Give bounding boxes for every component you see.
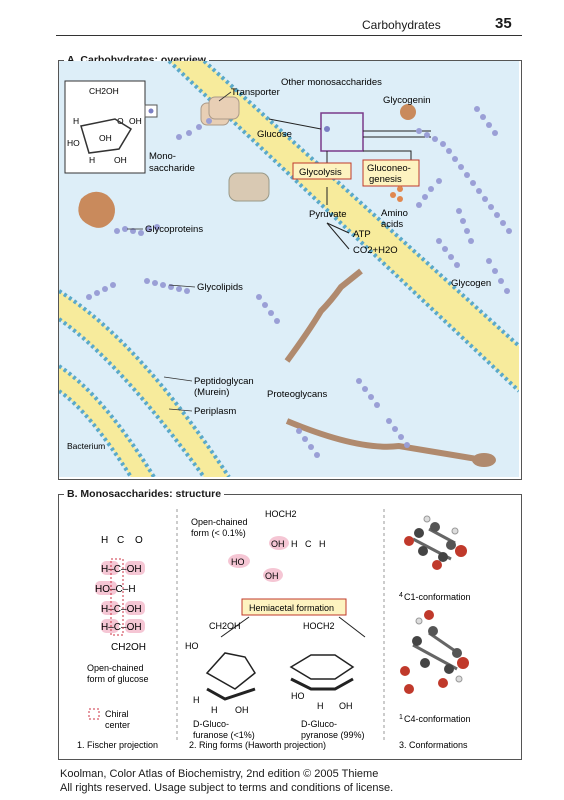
label-glucose: Glucose bbox=[257, 129, 292, 140]
fischer-row-4: H–C–OH bbox=[101, 622, 142, 633]
svg-text:OH: OH bbox=[339, 701, 353, 711]
running-header-title: Carbohydrates bbox=[362, 18, 441, 32]
label-other-mono: Other monosaccharides bbox=[281, 77, 382, 88]
fischer-top-o: O bbox=[135, 535, 143, 546]
struct-o: O bbox=[117, 116, 124, 126]
svg-text:HO: HO bbox=[291, 691, 305, 701]
ring-footer: 2. Ring forms (Haworth projection) bbox=[189, 740, 326, 750]
label-transporter: Transporter bbox=[231, 87, 280, 98]
fischer-caption-2: form of glucose bbox=[87, 674, 149, 684]
conf-footer: 3. Conformations bbox=[399, 740, 468, 750]
label-amino-1: Amino bbox=[381, 208, 408, 219]
svg-text:HO: HO bbox=[185, 641, 199, 651]
label-peptidoglycan-2: (Murein) bbox=[194, 387, 229, 398]
chiral-key bbox=[88, 708, 100, 720]
label-glycolysis: Glycolysis bbox=[299, 167, 342, 178]
label-gluconeo-2: genesis bbox=[369, 174, 402, 185]
fischer-bottom: CH2OH bbox=[111, 642, 146, 653]
svg-text:H: H bbox=[319, 539, 326, 549]
label-glycogen: Glycogen bbox=[451, 278, 491, 289]
chiral-label-1: Chiral bbox=[105, 709, 129, 719]
label-glycoproteins: Glycoproteins bbox=[145, 224, 203, 235]
pyranose-1: D-Gluco- bbox=[301, 719, 337, 729]
svg-text:OH: OH bbox=[271, 539, 285, 549]
hemiacetal-label: Hemiacetal formation bbox=[249, 603, 334, 613]
svg-text:H: H bbox=[291, 539, 298, 549]
struct-oh2: OH bbox=[99, 133, 112, 143]
struct-ho: HO bbox=[67, 138, 80, 148]
glycoprotein-protein bbox=[228, 172, 270, 202]
svg-text:H: H bbox=[211, 705, 218, 715]
panel-a-illustration: CH2OH H O OH HO OH H OH bbox=[59, 61, 519, 477]
ring-open-hoch2: HOCH2 bbox=[265, 509, 297, 519]
label-atp: ATP bbox=[353, 229, 371, 240]
fischer-row-3: H–C–OH bbox=[101, 604, 142, 615]
label-glycolipids: Glycolipids bbox=[197, 282, 243, 293]
conf-c1-label: C1-conformation bbox=[404, 592, 471, 602]
furanose-2: furanose (<1%) bbox=[193, 730, 255, 740]
struct-h: H bbox=[73, 116, 79, 126]
conf-c4-sup: 1 bbox=[399, 714, 403, 721]
ring-forms: Open-chained form (< 0.1%) HOCH2 OHHOOH … bbox=[185, 509, 366, 750]
struct-oh3: OH bbox=[114, 155, 127, 165]
ring-open-1: Open-chained bbox=[191, 517, 248, 527]
svg-text:HO: HO bbox=[231, 557, 245, 567]
fischer-top-c: C bbox=[117, 535, 124, 546]
svg-text:H: H bbox=[193, 695, 200, 705]
gluconeogenesis-box bbox=[362, 159, 420, 187]
label-bacterium: Bacterium bbox=[67, 441, 105, 451]
label-glycogenin: Glycogenin bbox=[383, 95, 431, 106]
conformation-c4-model bbox=[400, 610, 469, 694]
page-number: 35 bbox=[495, 15, 512, 32]
label-co2: CO2+H2O bbox=[353, 245, 398, 256]
label-gluconeo-1: Gluconeo- bbox=[367, 163, 411, 174]
struct-ch2oh: CH2OH bbox=[89, 86, 119, 96]
proteoglycan-core-2 bbox=[285, 418, 490, 464]
glucose-structure-box bbox=[64, 80, 146, 174]
glycogen-beads bbox=[416, 106, 512, 294]
furanose-1: D-Gluco- bbox=[193, 719, 229, 729]
svg-text:CH2OH: CH2OH bbox=[209, 621, 241, 631]
label-proteoglycans: Proteoglycans bbox=[267, 389, 327, 400]
chiral-label-2: center bbox=[105, 720, 130, 730]
struct-h2: H bbox=[89, 155, 95, 165]
svg-text:HOCH2: HOCH2 bbox=[303, 621, 335, 631]
header-rule bbox=[56, 35, 522, 36]
copyright-line-2: All rights reserved. Usage subject to te… bbox=[60, 782, 394, 794]
glycolysis-box bbox=[292, 162, 352, 180]
label-amino-2: acids bbox=[381, 219, 403, 230]
conf-c1-sup: 4 bbox=[399, 592, 403, 599]
panel-b-illustration: H C O H–C–OH HO–C–H H–C–OH H–C–OH CH2OH … bbox=[77, 509, 471, 750]
label-peptidoglycan-1: Peptidoglycan bbox=[194, 376, 254, 387]
surface-beads bbox=[86, 118, 410, 458]
bacterium-membranes bbox=[59, 289, 231, 477]
fischer-row-1: H–C–OH bbox=[101, 564, 142, 575]
fischer-footer: 1. Fischer projection bbox=[77, 740, 158, 750]
fischer-projection: H C O H–C–OH HO–C–H H–C–OH H–C–OH CH2OH bbox=[95, 535, 146, 653]
bacterium-protein bbox=[78, 191, 115, 228]
conf-c4-label: C4-conformation bbox=[404, 714, 471, 724]
ring-open-2: form (< 0.1%) bbox=[191, 528, 246, 538]
svg-text:OH: OH bbox=[265, 571, 279, 581]
struct-oh: OH bbox=[129, 116, 142, 126]
glycogenin-protein bbox=[400, 104, 416, 120]
fischer-row-2: HO–C–H bbox=[95, 584, 136, 595]
svg-text:H: H bbox=[317, 701, 324, 711]
pyranose-2: pyranose (99%) bbox=[301, 730, 365, 740]
conformation-c1-model bbox=[404, 515, 467, 570]
copyright-line-1: Koolman, Color Atlas of Biochemistry, 2n… bbox=[60, 768, 379, 780]
label-mono-1: Mono- bbox=[149, 151, 176, 162]
hemiacetal-box bbox=[241, 598, 347, 616]
fischer-top-h: H bbox=[101, 535, 108, 546]
panel-b-title: B. Monosaccharides: structure bbox=[64, 488, 225, 500]
svg-text:C: C bbox=[305, 539, 312, 549]
fischer-caption-1: Open-chained bbox=[87, 663, 144, 673]
glucose-frame bbox=[320, 112, 364, 152]
svg-text:OH: OH bbox=[235, 705, 249, 715]
label-periplasm: Periplasm bbox=[194, 406, 236, 417]
proteoglycan-core bbox=[284, 268, 363, 363]
label-mono-2: saccharide bbox=[149, 163, 195, 174]
label-pyruvate: Pyruvate bbox=[309, 209, 347, 220]
